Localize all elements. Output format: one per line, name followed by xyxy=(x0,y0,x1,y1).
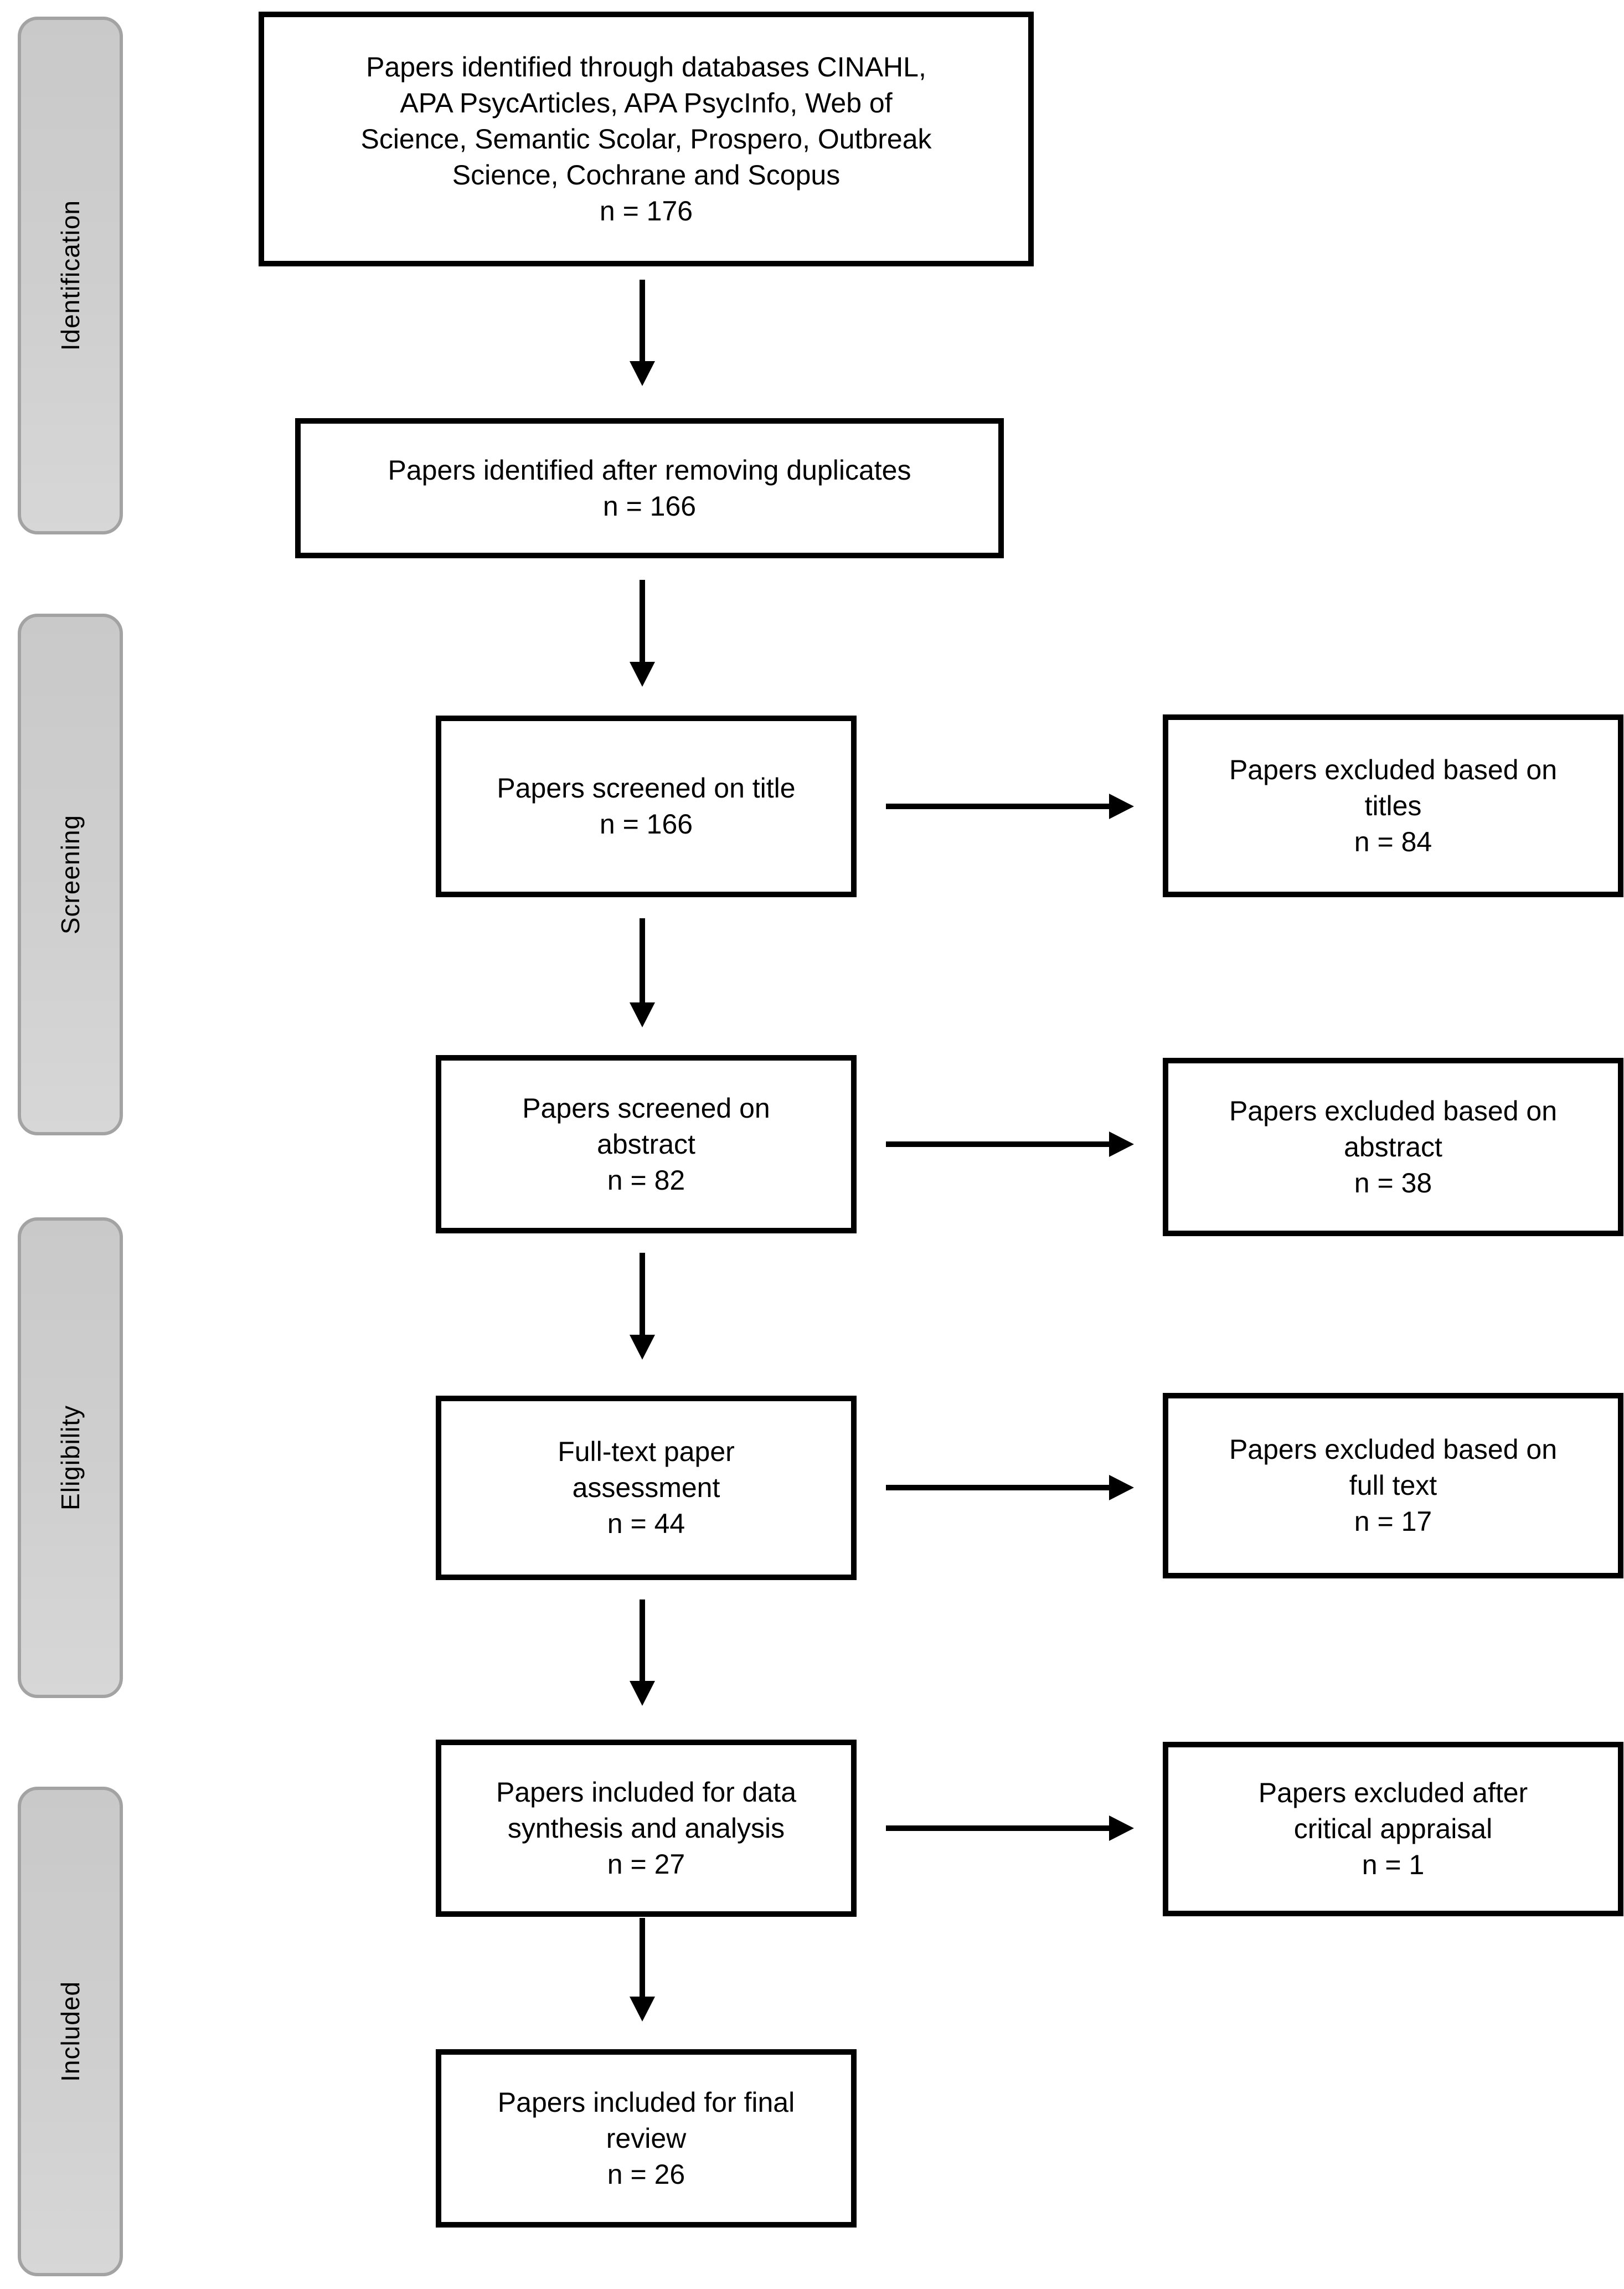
box-included-final-review-count: n = 26 xyxy=(607,2158,685,2190)
box-excluded-abstract: Papers excluded based on abstract n = 38 xyxy=(1163,1058,1623,1236)
box-identified-databases: Papers identified through databases CINA… xyxy=(259,12,1034,266)
box-screened-abstract-label: Papers screened on abstract xyxy=(522,1092,770,1160)
box-included-final-review-label: Papers included for final review xyxy=(497,2086,795,2154)
box-screened-title: Papers screened on title n = 166 xyxy=(436,716,857,897)
box-after-duplicates: Papers identified after removing duplica… xyxy=(295,418,1004,558)
box-identified-databases-label: Papers identified through databases CINA… xyxy=(360,51,932,191)
stage-identification: Identification xyxy=(18,17,123,534)
right-arrow-3 xyxy=(886,1475,1134,1500)
box-after-duplicates-count: n = 166 xyxy=(602,490,697,522)
down-arrow-5 xyxy=(630,1599,655,1706)
right-arrow-1 xyxy=(886,794,1134,819)
box-screened-abstract: Papers screened on abstract n = 82 xyxy=(436,1055,857,1233)
box-fulltext-assessment-count: n = 44 xyxy=(607,1508,685,1539)
right-arrow-2 xyxy=(886,1131,1134,1157)
box-included-synthesis: Papers included for data synthesis and a… xyxy=(436,1740,857,1917)
box-screened-abstract-count: n = 82 xyxy=(607,1164,685,1196)
stage-included-label: Included xyxy=(56,1981,85,2082)
box-excluded-titles-label: Papers excluded based on titles xyxy=(1229,754,1558,821)
box-included-final-review: Papers included for final review n = 26 xyxy=(436,2049,857,2228)
down-arrow-6 xyxy=(630,1918,655,2021)
down-arrow-2 xyxy=(630,580,655,687)
box-screened-title-label: Papers screened on title xyxy=(497,773,796,804)
box-excluded-appraisal-count: n = 1 xyxy=(1362,1849,1425,1880)
box-excluded-abstract-count: n = 38 xyxy=(1354,1167,1432,1198)
box-fulltext-assessment-label: Full-text paper assessment xyxy=(558,1436,735,1503)
box-fulltext-assessment: Full-text paper assessment n = 44 xyxy=(436,1396,857,1580)
stage-screening: Screening xyxy=(18,614,123,1135)
box-excluded-fulltext: Papers excluded based on full text n = 1… xyxy=(1163,1393,1623,1578)
down-arrow-4 xyxy=(630,1253,655,1360)
box-excluded-abstract-label: Papers excluded based on abstract xyxy=(1229,1095,1558,1162)
box-screened-title-count: n = 166 xyxy=(599,809,693,840)
box-excluded-titles: Papers excluded based on titles n = 84 xyxy=(1163,714,1623,897)
box-excluded-appraisal: Papers excluded after critical appraisal… xyxy=(1163,1742,1623,1916)
box-included-synthesis-label: Papers included for data synthesis and a… xyxy=(496,1776,797,1844)
box-excluded-fulltext-count: n = 17 xyxy=(1354,1506,1432,1537)
box-identified-databases-count: n = 176 xyxy=(599,195,693,227)
stage-eligibility-label: Eligibility xyxy=(56,1405,85,1510)
stage-included: Included xyxy=(18,1787,123,2276)
stage-eligibility: Eligibility xyxy=(18,1217,123,1698)
box-excluded-appraisal-label: Papers excluded after critical appraisal xyxy=(1258,1777,1528,1844)
box-included-synthesis-count: n = 27 xyxy=(607,1848,685,1880)
down-arrow-1 xyxy=(630,280,655,386)
box-excluded-titles-count: n = 84 xyxy=(1354,826,1432,857)
right-arrow-4 xyxy=(886,1815,1134,1841)
box-after-duplicates-label: Papers identified after removing duplica… xyxy=(388,454,911,486)
box-excluded-fulltext-label: Papers excluded based on full text xyxy=(1229,1434,1558,1501)
stage-screening-label: Screening xyxy=(56,814,85,935)
stage-identification-label: Identification xyxy=(56,200,85,351)
down-arrow-3 xyxy=(630,918,655,1027)
